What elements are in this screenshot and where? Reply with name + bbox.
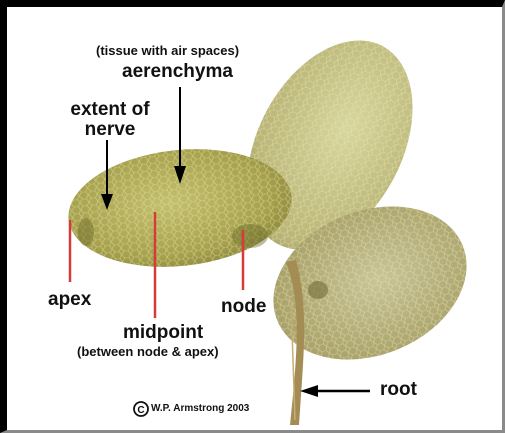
aerenchyma-label: aerenchyma (122, 62, 233, 82)
extent-line-1: extent of (55, 100, 165, 120)
tissue-note-label: (tissue with air spaces) (96, 44, 239, 58)
copyright-text: W.P. Armstrong 2003 (151, 404, 249, 415)
root-label: root (380, 380, 417, 400)
midpoint-label: midpoint (123, 323, 203, 343)
svg-text:C: C (137, 405, 144, 416)
extent-of-nerve-label: extent of nerve (55, 100, 165, 140)
copyright-icon: C (134, 402, 148, 416)
node-label: node (221, 297, 266, 317)
midpoint-note-label: (between node & apex) (77, 345, 219, 359)
extent-line-2: nerve (55, 120, 165, 140)
apex-label: apex (48, 290, 91, 310)
